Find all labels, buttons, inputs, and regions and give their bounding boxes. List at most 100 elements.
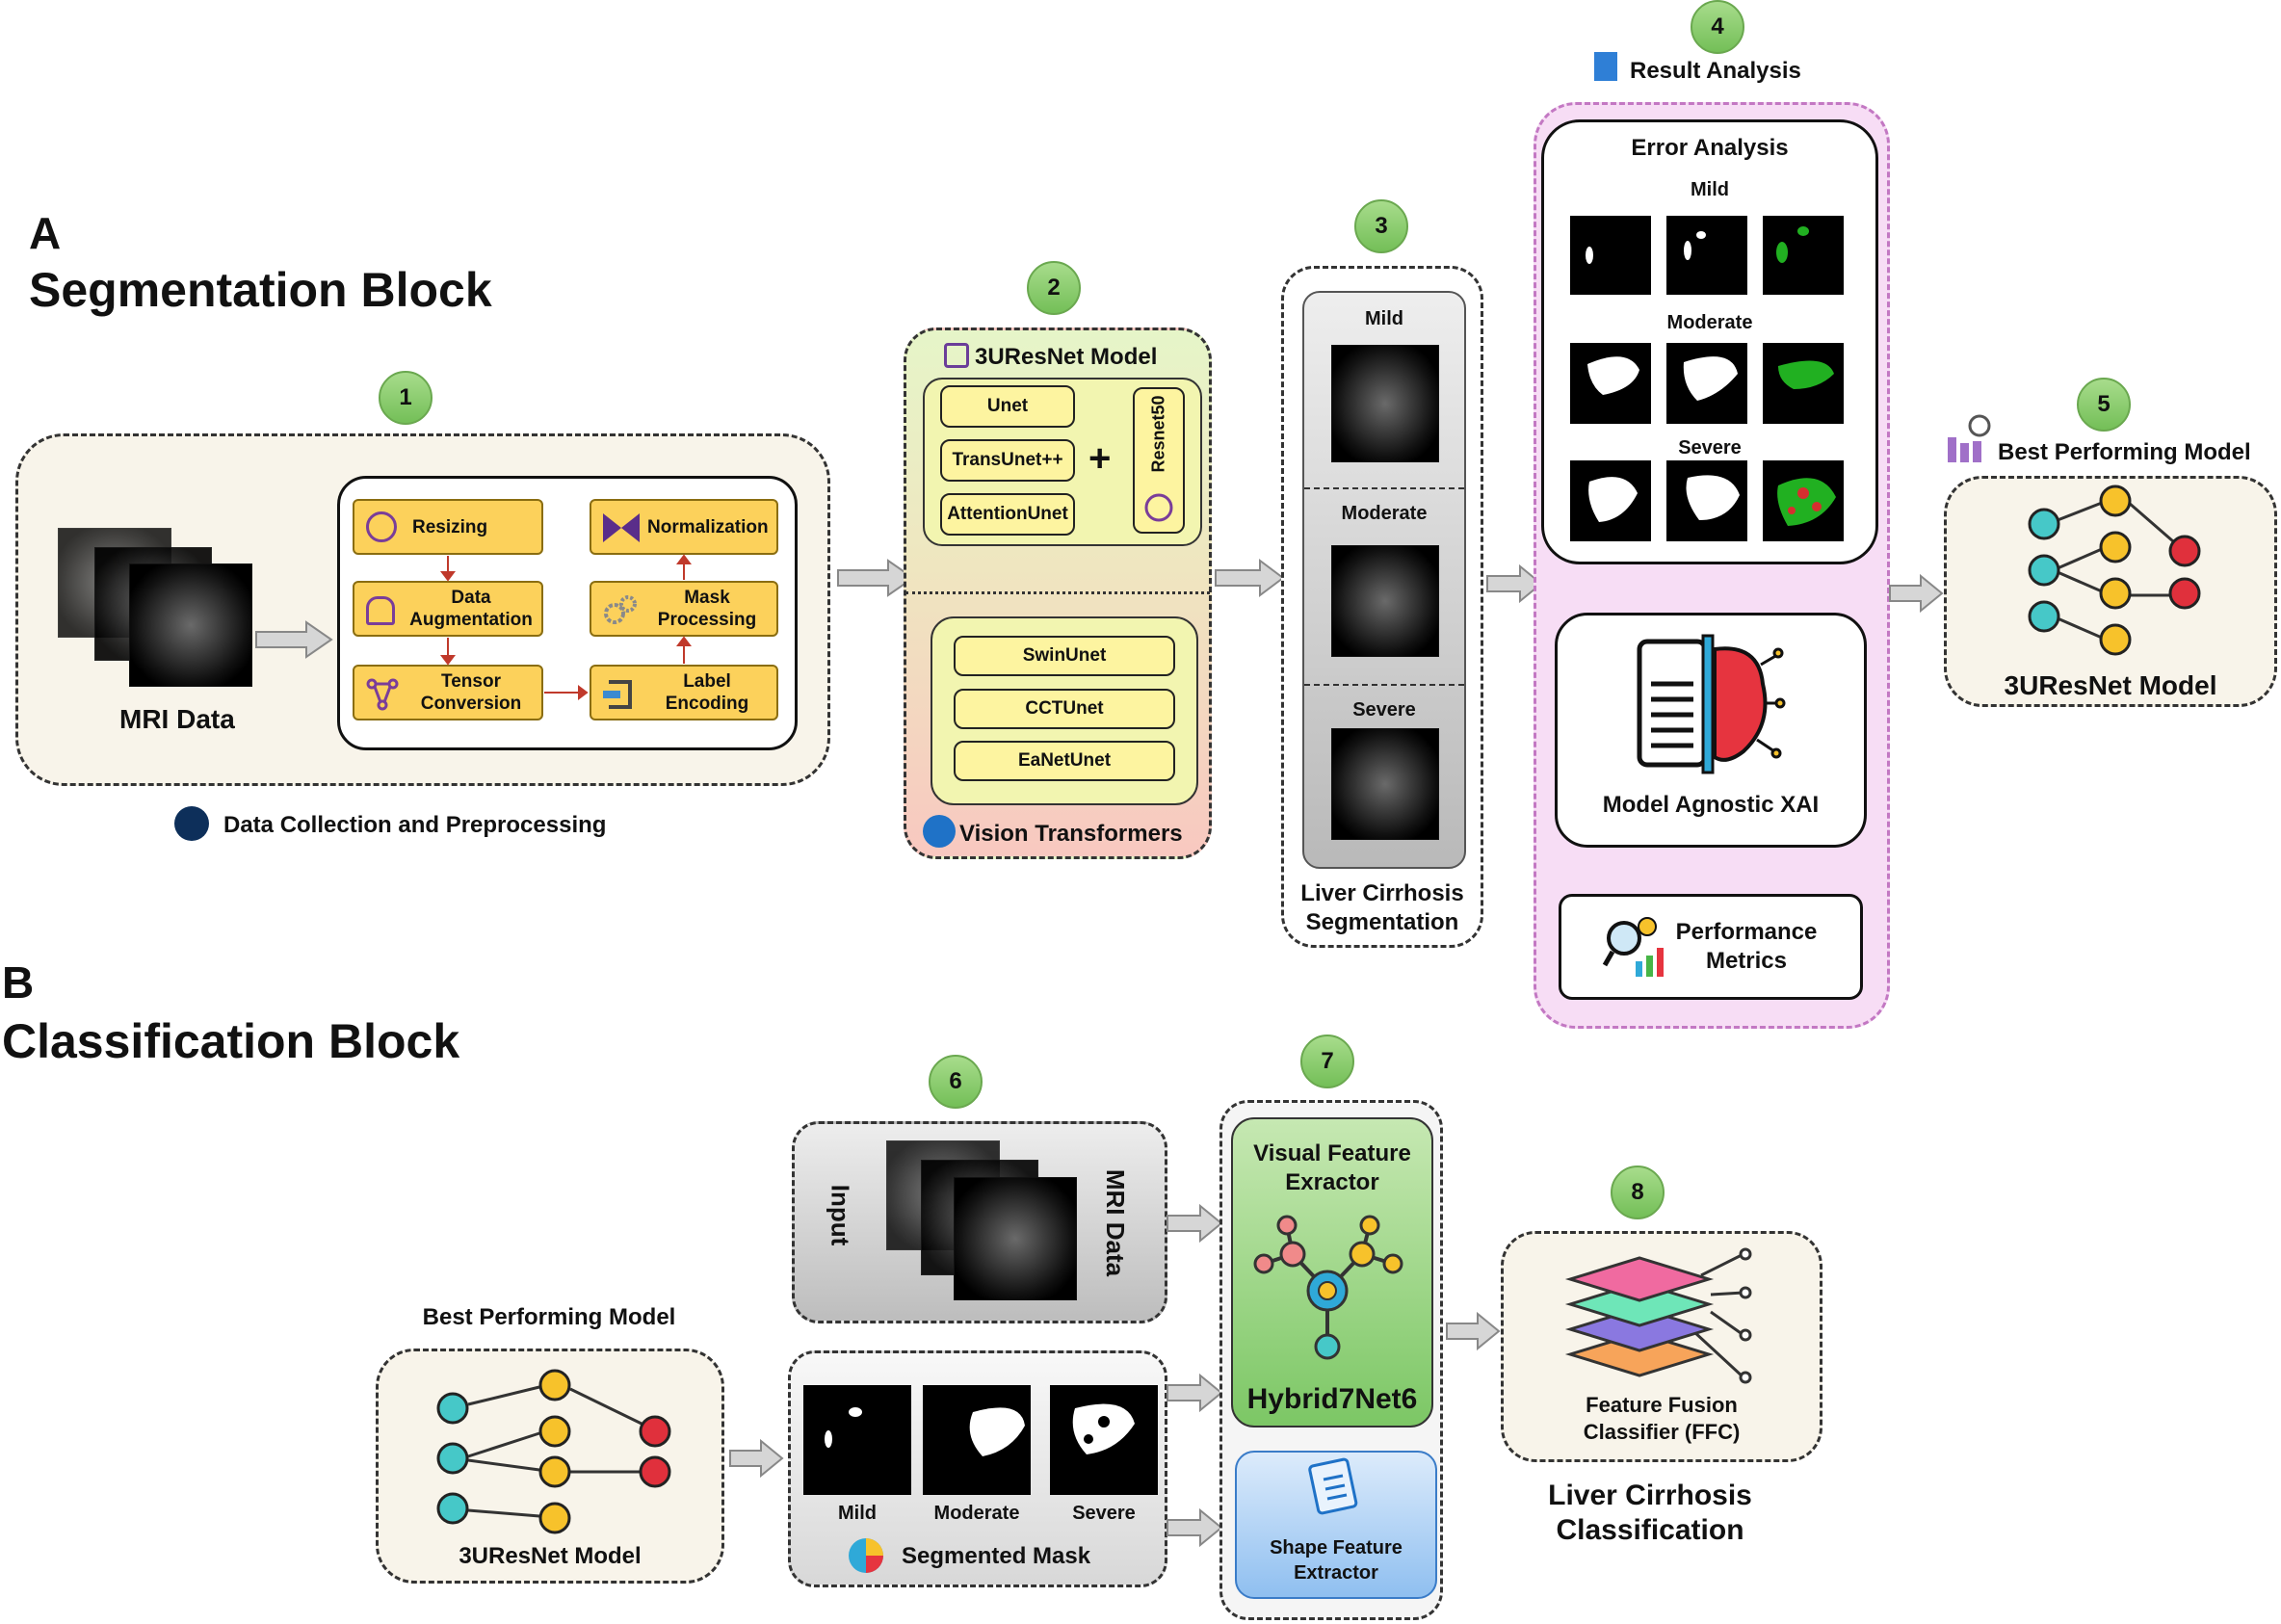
network-hidden-node: [538, 1415, 571, 1448]
network-input-node: [2028, 508, 2060, 540]
resnet50-box: [1133, 387, 1185, 534]
class-moderate-label: Moderate: [933, 1503, 1020, 1524]
network-input-node: [436, 1392, 469, 1425]
seg-caption-line-2: Segmentation: [1305, 909, 1459, 935]
step-7-badge: 7: [1300, 1035, 1354, 1088]
arrow-mask-to-visual: [1167, 1373, 1223, 1413]
label-encoding-label-1: Label: [683, 671, 731, 692]
network-output-node: [639, 1455, 671, 1488]
vision-transformer-icon: [923, 815, 956, 848]
shape-feature-label-1: Shape Feature: [1270, 1537, 1403, 1559]
network-edge: [467, 1458, 540, 1472]
ffc-label-2: Classifier (FFC): [1583, 1420, 1741, 1444]
error-moderate-label: Moderate: [1666, 312, 1753, 333]
network-hidden-node: [2099, 623, 2132, 656]
arrow-mask-to-shape: [1167, 1507, 1223, 1548]
tensor-conversion-label-1: Tensor: [441, 671, 501, 692]
swinunet-model: SwinUnet: [954, 636, 1175, 676]
network-edge: [467, 1431, 540, 1458]
network-edge: [2057, 547, 2103, 570]
ffc-label-1: Feature Fusion: [1586, 1393, 1738, 1417]
preprocessing-caption: Data Collection and Preprocessing: [223, 812, 607, 838]
network-hidden-node: [2099, 531, 2132, 563]
visual-feature-label-1: Visual Feature: [1253, 1140, 1411, 1166]
severity-divider-1: [1304, 487, 1464, 489]
arrow-block1-to-block2: [837, 559, 915, 597]
error-mild-gt: [1570, 216, 1651, 295]
network-input-node: [2028, 600, 2060, 633]
best-model-network-diagram: [2028, 485, 2201, 656]
network-edge: [2057, 501, 2103, 522]
data-augmentation-label-2: Augmentation: [409, 610, 533, 630]
class-best-model-name: 3UResNet Model: [459, 1543, 642, 1569]
class-severe-label: Severe: [1072, 1503, 1136, 1524]
mri-data-label: MRI Data: [119, 704, 235, 734]
step-4-badge: 4: [1691, 0, 1744, 54]
error-mild-pred: [1666, 216, 1747, 295]
xai-label: Model Agnostic XAI: [1602, 792, 1820, 818]
network-edge: [2128, 501, 2174, 543]
vision-transformers-title: Vision Transformers: [959, 821, 1183, 847]
normalization-step: Normalization: [590, 499, 778, 555]
segmented-mask-label: Segmented Mask: [902, 1543, 1091, 1569]
tensor-conversion-step: Tensor Conversion: [353, 665, 543, 720]
visual-feature-label-2: Exractor: [1285, 1169, 1379, 1195]
mask-processing-label-1: Mask: [684, 588, 730, 608]
tensor-icon: [366, 678, 399, 711]
class-mild-label: Mild: [838, 1503, 877, 1524]
arrow-best-to-mask: [729, 1438, 784, 1479]
data-augmentation-step: Data Augmentation: [353, 581, 543, 637]
resizing-step: Resizing: [353, 499, 543, 555]
step-6-badge: 6: [929, 1055, 983, 1109]
classification-caption-1: Liver Cirrhosis: [1548, 1480, 1752, 1511]
network-output-node: [2168, 577, 2201, 610]
severity-divider-2: [1304, 684, 1464, 686]
class-mri-stack-3: [954, 1177, 1077, 1300]
label-encoding-step: Label Encoding: [590, 665, 778, 720]
step-2-badge: 2: [1027, 261, 1081, 315]
shape-document-icon: [1308, 1457, 1358, 1515]
error-analysis-title: Error Analysis: [1631, 135, 1789, 161]
arrow-mri-to-steps: [255, 620, 333, 659]
model-divider: [905, 591, 1210, 594]
block-a-letter: A: [29, 208, 62, 258]
transunet-model: TransUnet++: [940, 439, 1075, 482]
performance-magnifier-icon: [1602, 917, 1664, 977]
database-icon: [174, 806, 209, 841]
hybrid-model-label: Hybrid7Net6: [1246, 1383, 1418, 1415]
network-edge: [2057, 616, 2103, 640]
mri-stack-3: [129, 563, 252, 687]
class-best-model-network: [436, 1369, 671, 1534]
gears-icon: [604, 595, 637, 624]
class-mask-mild: [803, 1385, 911, 1495]
arrow-block4-to-block5: [1889, 573, 1944, 614]
augmentation-icon: [366, 596, 395, 625]
network-input-node: [2028, 554, 2060, 587]
block-b-title: Classification Block: [2, 1014, 460, 1068]
block-b-letter: B: [2, 957, 35, 1008]
network-edge: [2057, 570, 2103, 593]
network-input-node: [436, 1492, 469, 1525]
seg-caption-line-1: Liver Cirrhosis: [1300, 880, 1464, 906]
step-8-badge: 8: [1611, 1166, 1665, 1219]
network-hidden-node: [2099, 577, 2132, 610]
seg-severe-label: Severe: [1352, 699, 1416, 720]
arrow-features-to-ffc: [1446, 1311, 1501, 1351]
eanetunet-model: EaNetUnet: [954, 741, 1175, 781]
network-output-node: [639, 1415, 671, 1448]
arrow-block2-to-block3: [1215, 559, 1285, 597]
performance-label-1: Performance: [1675, 919, 1818, 945]
performance-label-2: Metrics: [1705, 948, 1788, 974]
unet-model: Unet: [940, 385, 1075, 428]
network-edge: [467, 1385, 540, 1406]
seg-mild-image: [1331, 345, 1439, 462]
network-edge: [467, 1508, 540, 1518]
cctunet-model: CCTUnet: [954, 689, 1175, 729]
seg-severe-image: [1331, 728, 1439, 840]
normalization-icon: [603, 513, 640, 542]
step-1-badge: 1: [379, 371, 433, 425]
step-5-badge: 5: [2077, 378, 2131, 432]
network-hidden-node: [538, 1455, 571, 1488]
best-model-title: Best Performing Model: [1998, 439, 2251, 465]
model-3uresnet-title: 3UResNet Model: [975, 344, 1158, 370]
